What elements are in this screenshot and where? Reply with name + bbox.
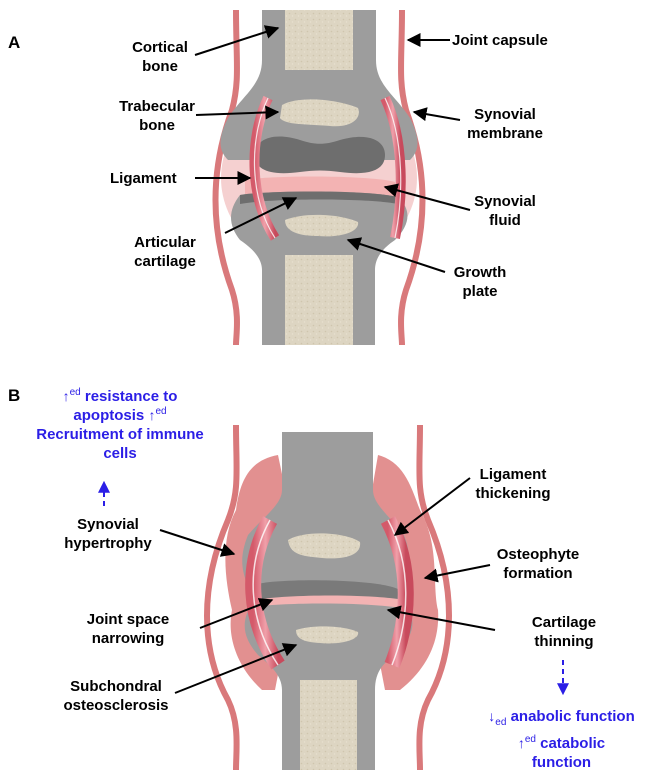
sub-ed: ed xyxy=(495,717,506,728)
label-synovial-hypertrophy: Synovial hypertrophy xyxy=(58,515,158,553)
label-line: Ligament xyxy=(463,465,563,484)
label-line: Trabecular xyxy=(112,97,202,116)
label-line: bone xyxy=(112,116,202,135)
label-articular-cartilage: Articular cartilage xyxy=(120,233,210,271)
label-line: Subchondral xyxy=(56,677,176,696)
effect-text: Recruitment of immune xyxy=(4,425,236,444)
label-line: thickening xyxy=(463,484,563,503)
panel-b-joint xyxy=(207,425,449,770)
effects-top-line1: ↑ed resistance to xyxy=(4,387,236,406)
label-line: plate xyxy=(445,282,515,301)
effect-text: apoptosis xyxy=(73,407,144,424)
label-line: Cartilage xyxy=(514,613,614,632)
sup-ed: ed xyxy=(70,387,81,398)
effect-text: function xyxy=(470,753,653,772)
label-line: Osteophyte xyxy=(488,545,588,564)
label-line: Growth xyxy=(445,263,515,282)
label-synovial-membrane: Synovial membrane xyxy=(460,105,550,143)
panel-a-letter: A xyxy=(8,33,20,53)
label-ligament-thickening: Ligament thickening xyxy=(463,465,563,503)
up-arrow-icon: ↑ xyxy=(518,735,525,751)
sup-ed: ed xyxy=(155,406,166,417)
up-arrow-icon: ↑ xyxy=(63,388,70,404)
label-cortical-bone: Cortical bone xyxy=(120,38,200,76)
label-line: thinning xyxy=(514,632,614,651)
label-line: hypertrophy xyxy=(58,534,158,553)
label-line: Synovial xyxy=(470,192,540,211)
label-line: formation xyxy=(488,564,588,583)
label-trabecular-bone: Trabecular bone xyxy=(112,97,202,135)
label-line: Articular xyxy=(120,233,210,252)
effect-text: catabolic xyxy=(540,735,605,752)
label-line: narrowing xyxy=(78,629,178,648)
label-line: Synovial xyxy=(58,515,158,534)
label-line: osteosclerosis xyxy=(56,696,176,715)
label-line: membrane xyxy=(460,124,550,143)
effects-top: ↑ed resistance to apoptosis ↑ed Recruitm… xyxy=(4,387,236,463)
label-subchondral-osteosclerosis: Subchondral osteosclerosis xyxy=(56,677,176,715)
label-joint-capsule: Joint capsule xyxy=(452,31,548,50)
effects-top-line2: apoptosis ↑ed xyxy=(4,406,236,425)
label-line: cartilage xyxy=(120,252,210,271)
effect-text: resistance to xyxy=(85,388,178,405)
label-line: bone xyxy=(120,57,200,76)
label-line: fluid xyxy=(470,211,540,230)
effects-bottom-line1: ↓ed anabolic function xyxy=(470,707,653,726)
label-joint-space-narrowing: Joint space narrowing xyxy=(78,610,178,648)
label-synovial-fluid: Synovial fluid xyxy=(470,192,540,230)
label-osteophyte-formation: Osteophyte formation xyxy=(488,545,588,583)
label-line: Joint space xyxy=(78,610,178,629)
label-growth-plate: Growth plate xyxy=(445,263,515,301)
label-ligament: Ligament xyxy=(110,169,177,188)
sup-ed: ed xyxy=(525,734,536,745)
label-cartilage-thinning: Cartilage thinning xyxy=(514,613,614,651)
effect-text: anabolic function xyxy=(511,708,635,725)
effect-text: cells xyxy=(4,444,236,463)
label-line: Cortical xyxy=(120,38,200,57)
effects-bottom-line2: ↑ed catabolic xyxy=(470,734,653,753)
label-line: Synovial xyxy=(460,105,550,124)
effects-bottom: ↓ed anabolic function ↑ed catabolic func… xyxy=(470,707,653,772)
